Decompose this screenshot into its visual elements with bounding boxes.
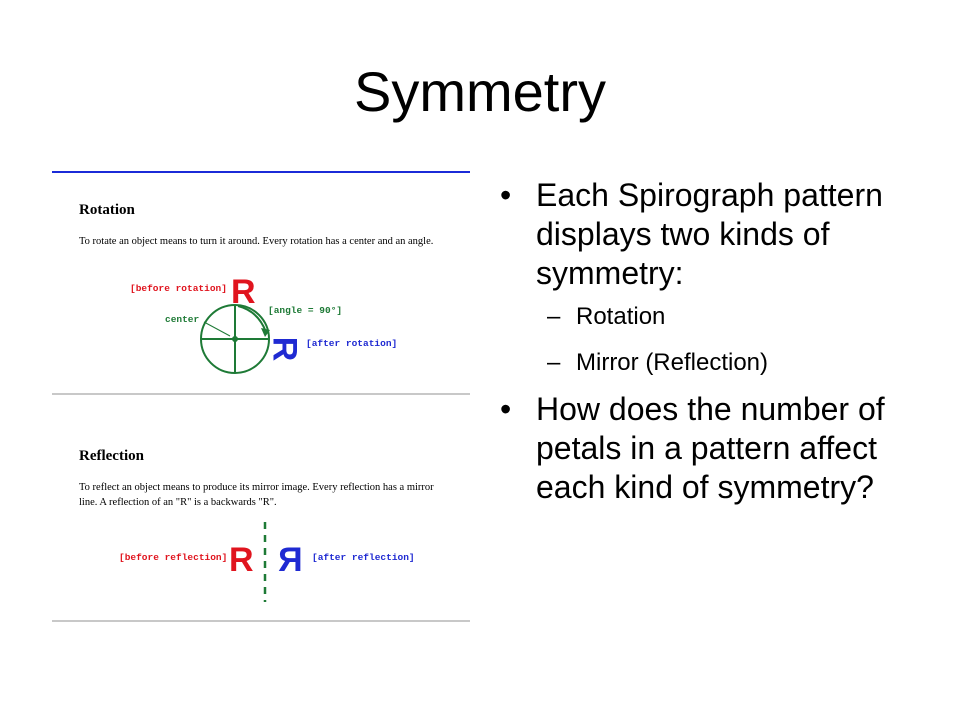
rotation-panel: Rotation To rotate an object means to tu…: [52, 172, 470, 394]
rotation-arrow-head: [261, 328, 270, 337]
top-rule: [52, 171, 470, 173]
after-rotation-label: [after rotation]: [306, 338, 398, 349]
slide-title: Symmetry: [354, 60, 606, 123]
center-pointer-line: [203, 321, 231, 337]
angle-label: [angle = 90°]: [268, 305, 343, 316]
center-label: center: [165, 314, 200, 325]
bullet-marker: •: [500, 391, 512, 427]
rotation-heading: Rotation: [79, 202, 135, 218]
after-reflection-label: [after reflection]: [312, 552, 415, 563]
bullet-1-text: Each Spirograph pattern displays two kin…: [536, 177, 883, 291]
bottom-rule: [52, 620, 470, 622]
before-rotation-label: [before rotation]: [130, 283, 227, 294]
sub-bullet-2-text: Mirror (Reflection): [576, 349, 769, 376]
rotation-description: To rotate an object means to turn it aro…: [79, 236, 434, 247]
rotation-diagram: [200, 304, 270, 374]
mirror-line-diagram: [263, 522, 267, 602]
bullet-marker: •: [500, 177, 512, 213]
original-r-reflection: R: [229, 541, 254, 579]
middle-rule: [52, 393, 470, 395]
bullet-2-text: How does the number of petals in a patte…: [536, 391, 885, 505]
before-reflection-label: [before reflection]: [119, 552, 228, 563]
bullet-list: • Each Spirograph pattern displays two k…: [500, 176, 900, 507]
sub-bullet-1-text: Rotation: [576, 303, 666, 330]
rotation-arrow: [237, 305, 267, 333]
reflection-description: To reflect an object means to produce it…: [79, 482, 434, 508]
dash-marker: –: [547, 349, 561, 376]
dash-marker: –: [547, 303, 561, 330]
reflection-panel: Reflection To reflect an object means to…: [52, 394, 470, 622]
bullet-symmetry-kinds: • Each Spirograph pattern displays two k…: [500, 176, 900, 293]
sub-bullet-rotation: – Rotation: [500, 302, 900, 332]
original-r: R: [231, 273, 256, 311]
center-point: [232, 336, 238, 342]
bullet-petals-question: • How does the number of petals in a pat…: [500, 390, 900, 507]
reflection-heading: Reflection: [79, 448, 144, 464]
sub-bullet-mirror: – Mirror (Reflection): [500, 348, 900, 378]
